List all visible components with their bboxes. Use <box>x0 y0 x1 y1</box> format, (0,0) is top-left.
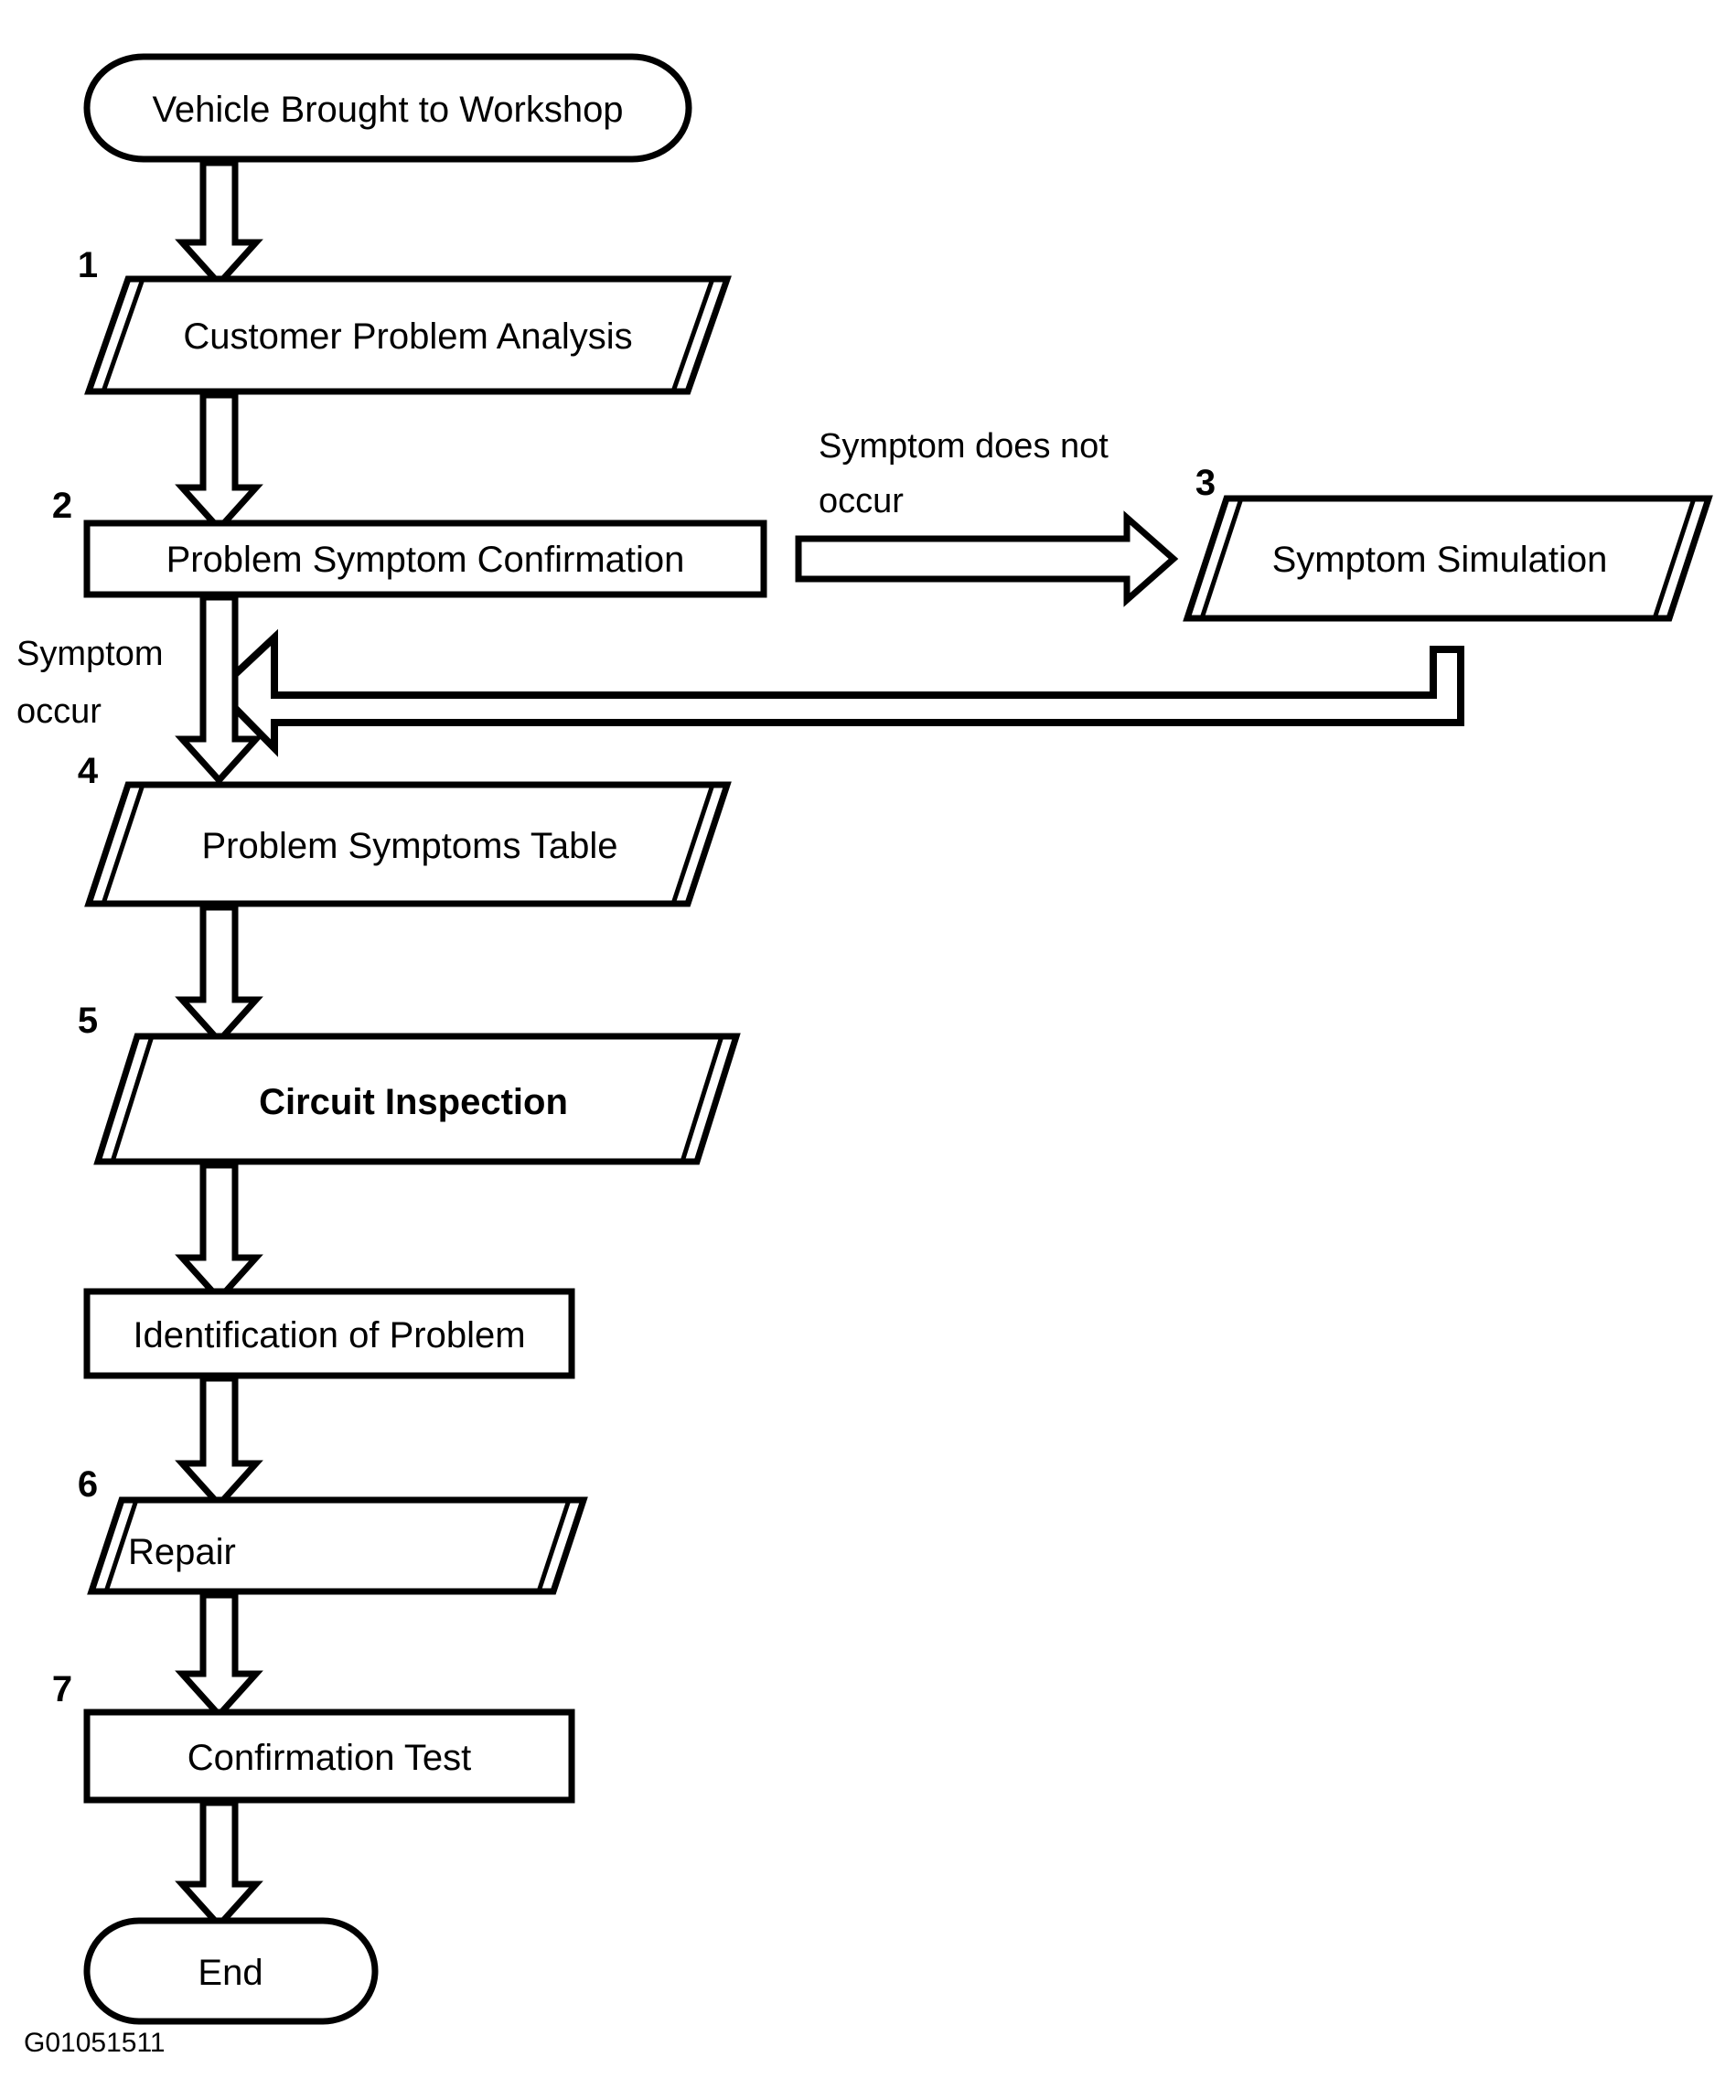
edge-label-symptom-does-not-occur: Symptom does not occur <box>819 427 1109 520</box>
step4-number: 4 <box>78 751 99 791</box>
step3-parallelogram-shape <box>1183 495 1713 622</box>
arrow-step6-to-step7 <box>175 1591 263 1720</box>
symptom-does-not-occur-line2: occur <box>819 482 904 520</box>
step6-parallelogram-shape <box>87 1496 588 1595</box>
arrow-step2-to-step4 <box>175 594 263 786</box>
start-label: Vehicle Brought to Workshop <box>152 90 623 130</box>
step5-inner-right-line <box>680 1035 724 1162</box>
step4-inner-right-line <box>670 784 715 905</box>
step3-inner-left-line <box>1199 498 1244 619</box>
node-end[interactable]: End <box>83 1917 379 2025</box>
step4-inner-left-line <box>101 784 145 905</box>
node-step1[interactable]: 1 Customer Problem Analysis <box>78 245 732 395</box>
step6-number: 6 <box>78 1464 98 1505</box>
arrow-step2-to-step3 <box>795 510 1179 607</box>
step1-inner-left-line <box>101 278 145 392</box>
arrow-step1-to-step2 <box>175 391 263 534</box>
step4-parallelogram-shape <box>84 781 732 907</box>
step5-inner-left-line <box>110 1035 155 1162</box>
end-terminator-shape <box>83 1917 379 2025</box>
step5-parallelogram-shape <box>93 1033 741 1165</box>
step2-label: Problem Symptom Confirmation <box>166 540 685 580</box>
node-identification[interactable]: Identification of Problem <box>83 1288 575 1379</box>
start-terminator-shape <box>83 53 692 163</box>
arrow-step5-to-identification <box>175 1162 263 1304</box>
node-step2[interactable]: 2 Problem Symptom Confirmation <box>52 486 767 598</box>
arrow-identification-to-step6 <box>175 1375 263 1510</box>
arrow-step7-to-end <box>175 1799 263 1931</box>
node-start[interactable]: Vehicle Brought to Workshop <box>83 53 692 163</box>
symptom-occur-line2: occur <box>16 692 102 731</box>
step4-label: Problem Symptoms Table <box>202 826 618 866</box>
step6-label: Repair <box>128 1532 236 1572</box>
edge-label-symptom-occur: Symptom occur <box>16 635 163 731</box>
node-step4[interactable]: 4 Problem Symptoms Table <box>78 751 732 907</box>
node-step3[interactable]: 3 Symptom Simulation <box>1183 463 1713 622</box>
identification-rectangle-shape <box>83 1288 575 1379</box>
symptom-does-not-occur-line1: Symptom does not <box>819 427 1109 466</box>
step7-label: Confirmation Test <box>188 1738 472 1778</box>
step3-label: Symptom Simulation <box>1272 540 1608 580</box>
step2-number: 2 <box>52 486 72 526</box>
arrow-start-to-step1 <box>175 159 263 289</box>
node-step7[interactable]: 7 Confirmation Test <box>52 1669 575 1804</box>
step1-inner-right-line <box>670 278 715 392</box>
step5-label: Circuit Inspection <box>259 1082 568 1122</box>
step1-parallelogram-shape <box>84 275 732 395</box>
step6-inner-right-line <box>536 1499 572 1592</box>
step6-inner-left-line <box>103 1499 139 1592</box>
end-label: End <box>198 1953 263 1993</box>
figure-code-label: G01051511 <box>24 2028 166 2058</box>
step7-rectangle-shape <box>83 1709 575 1804</box>
step2-rectangle-shape <box>83 520 767 598</box>
step3-number: 3 <box>1195 463 1216 503</box>
node-step5[interactable]: 5 Circuit Inspection <box>78 1001 741 1165</box>
step1-label: Customer Problem Analysis <box>183 316 632 357</box>
node-step6[interactable]: 6 Repair <box>78 1464 588 1595</box>
step1-number: 1 <box>78 245 98 285</box>
symptom-occur-line1: Symptom <box>16 635 163 673</box>
arrow-step3-loopback-to-step4 <box>212 628 1464 757</box>
arrow-step4-to-step5 <box>175 904 263 1046</box>
step7-number: 7 <box>52 1669 72 1709</box>
step3-inner-right-line <box>1652 498 1697 619</box>
identification-label: Identification of Problem <box>133 1315 525 1355</box>
step5-number: 5 <box>78 1001 98 1041</box>
